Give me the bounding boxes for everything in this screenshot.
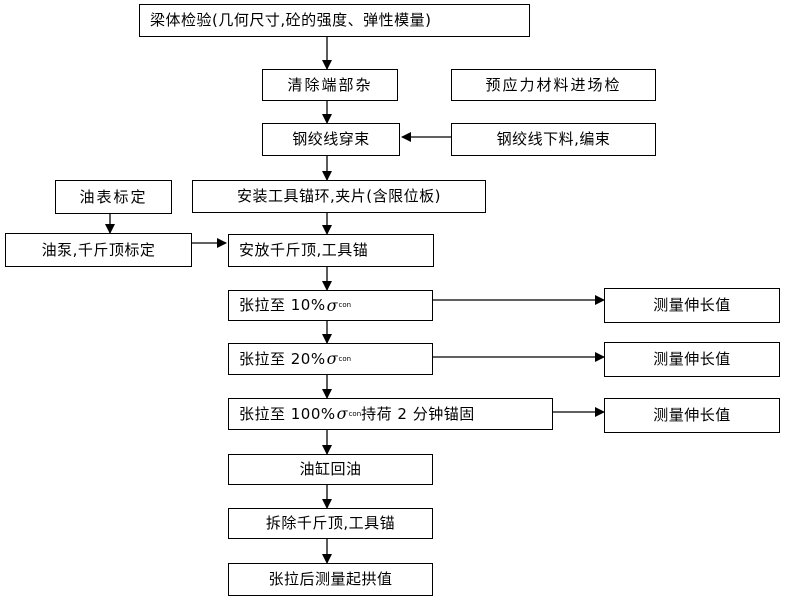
- node-tension-10-sigma: σ: [326, 295, 338, 315]
- node-install-anchor-label: 安装工具锚环,夹片(含限位板): [237, 187, 441, 205]
- node-strand-threading: 钢绞线穿束: [262, 123, 400, 156]
- node-prestress-material-inspection-label: 预应力材料进场检: [485, 75, 622, 94]
- node-measure-elongation-2-label: 测量伸长值: [653, 350, 731, 368]
- node-cylinder-return-label: 油缸回油: [299, 460, 362, 478]
- node-measure-elongation-3: 测量伸长值: [604, 398, 780, 433]
- node-prestress-material-inspection: 预应力材料进场检: [451, 69, 656, 101]
- node-tension-20-prefix: 张拉至 20%: [239, 349, 326, 368]
- node-beam-inspection: 梁体检验(几何尺寸,砼的强度、弹性模量): [139, 4, 530, 37]
- node-tension-20-subscript: con: [338, 354, 352, 363]
- node-measure-elongation-1: 测量伸长值: [604, 288, 780, 323]
- node-remove-jack: 拆除千斤顶,工具锚: [228, 508, 433, 539]
- node-tension-100-prefix: 张拉至 100%: [239, 404, 336, 423]
- node-gauge-calibration: 油表标定: [55, 180, 172, 214]
- node-tension-20-sigma: σ: [326, 349, 338, 368]
- node-measure-elongation-1-label: 测量伸长值: [653, 296, 731, 314]
- node-strand-cutting: 钢绞线下料,编束: [451, 123, 656, 156]
- node-strand-threading-label: 钢绞线穿束: [292, 130, 370, 148]
- node-tension-10-subscript: con: [338, 301, 352, 309]
- node-cylinder-return: 油缸回油: [228, 454, 433, 485]
- node-tension-100-sigma: σ: [336, 404, 348, 423]
- node-install-anchor: 安装工具锚环,夹片(含限位板): [192, 180, 486, 213]
- node-measure-elongation-2: 测量伸长值: [604, 342, 780, 377]
- node-strand-cutting-label: 钢绞线下料,编束: [496, 130, 611, 148]
- node-remove-jack-label: 拆除千斤顶,工具锚: [265, 514, 396, 532]
- node-tension-100-subscript: con: [348, 409, 362, 418]
- node-place-jack-label: 安放千斤顶,工具锚: [239, 241, 369, 259]
- node-measure-elongation-3-label: 测量伸长值: [653, 406, 731, 424]
- node-clean-ends: 清除端部杂: [262, 69, 398, 101]
- node-clean-ends-label: 清除端部杂: [287, 75, 373, 94]
- node-pump-jack-calibration-label: 油泵,千斤顶标定: [41, 240, 156, 259]
- node-measure-camber-label: 张拉后测量起拱值: [268, 570, 393, 588]
- node-measure-camber: 张拉后测量起拱值: [228, 563, 433, 596]
- node-beam-inspection-label: 梁体检验(几何尺寸,砼的强度、弹性模量): [150, 11, 432, 29]
- node-tension-10-prefix: 张拉至 10%: [239, 296, 326, 314]
- node-place-jack: 安放千斤顶,工具锚: [228, 234, 434, 267]
- node-tension-100-suffix: 持荷 2 分钟锚固: [361, 404, 475, 423]
- node-gauge-calibration-label: 油表标定: [79, 187, 148, 206]
- node-pump-jack-calibration: 油泵,千斤顶标定: [5, 233, 192, 267]
